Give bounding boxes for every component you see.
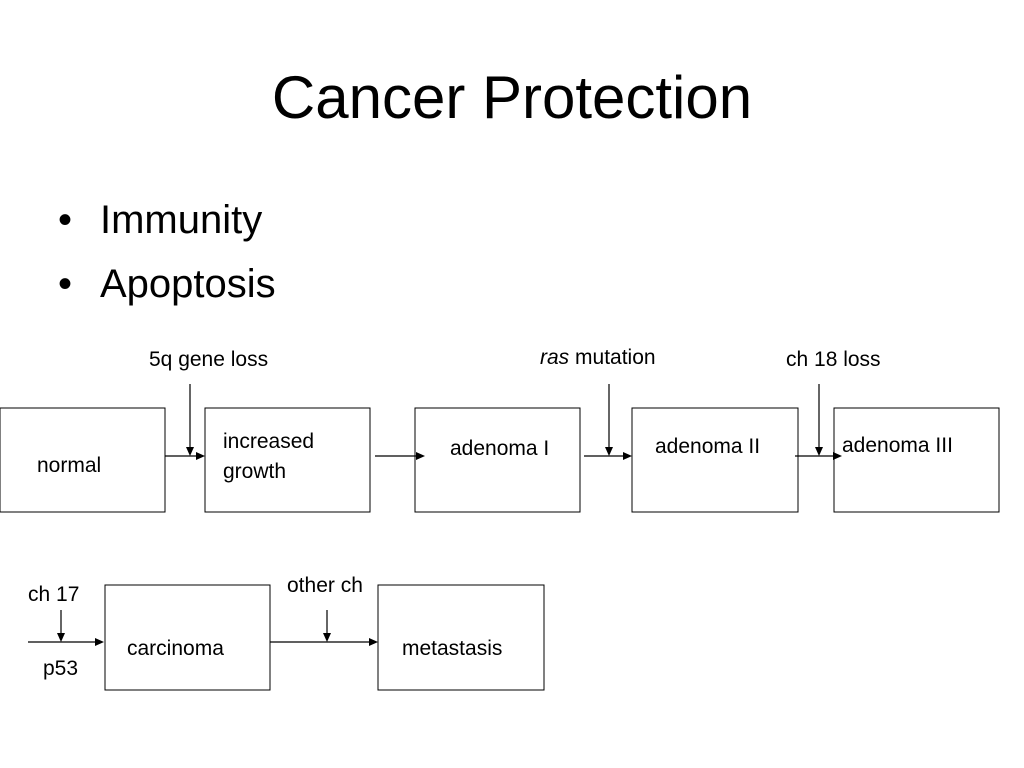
arrow-into-carcinoma [28, 638, 104, 646]
box-normal: normal [0, 407, 166, 513]
arrow-carcinoma-to-metastasis [270, 638, 378, 646]
box-adenoma-3: adenoma III [833, 407, 1000, 513]
arrow-adenoma-2-to-3 [795, 452, 842, 460]
label-p53: p53 [43, 657, 78, 680]
box-metastasis-label: metastasis [402, 637, 502, 660]
label-other-ch: other ch [287, 574, 363, 597]
box-adenoma-3-label: adenoma III [842, 434, 953, 457]
arrow-ch17 [57, 610, 65, 642]
label-ch18-loss: ch 18 loss [786, 348, 881, 371]
box-normal-label: normal [37, 454, 101, 477]
box-increased-growth-label-2: growth [223, 460, 286, 483]
arrow-5q-gene-loss [186, 384, 194, 456]
label-mutation: mutation [569, 346, 655, 369]
bullet-immunity: Immunity [58, 188, 276, 252]
box-metastasis: metastasis [377, 584, 545, 691]
box-carcinoma-label: carcinoma [127, 637, 224, 660]
arrow-ras-mutation [605, 384, 613, 456]
box-carcinoma: carcinoma [104, 584, 271, 691]
arrow-normal-to-growth [165, 452, 205, 460]
bullet-apoptosis: Apoptosis [58, 252, 276, 316]
box-adenoma-1-label: adenoma I [450, 437, 549, 460]
box-adenoma-2: adenoma II [631, 407, 799, 513]
box-increased-growth: increased growth [204, 407, 371, 513]
box-increased-growth-label-1: increased [223, 430, 314, 453]
label-ch17: ch 17 [28, 583, 79, 606]
box-adenoma-2-label: adenoma II [655, 435, 760, 458]
arrow-other-ch [323, 610, 331, 642]
slide-title: Cancer Protection [271, 64, 753, 131]
label-ras-gene: ras [540, 346, 570, 369]
box-adenoma-1: adenoma I [414, 407, 581, 513]
label-5q-gene-loss: 5q gene loss [149, 348, 268, 371]
label-ras-mutation: ras mutation [540, 346, 656, 369]
arrow-growth-to-adenoma-1 [375, 452, 425, 460]
arrow-adenoma-1-to-2 [584, 452, 632, 460]
bullet-list: Immunity Apoptosis [58, 188, 276, 316]
arrow-ch18-loss [815, 384, 823, 456]
